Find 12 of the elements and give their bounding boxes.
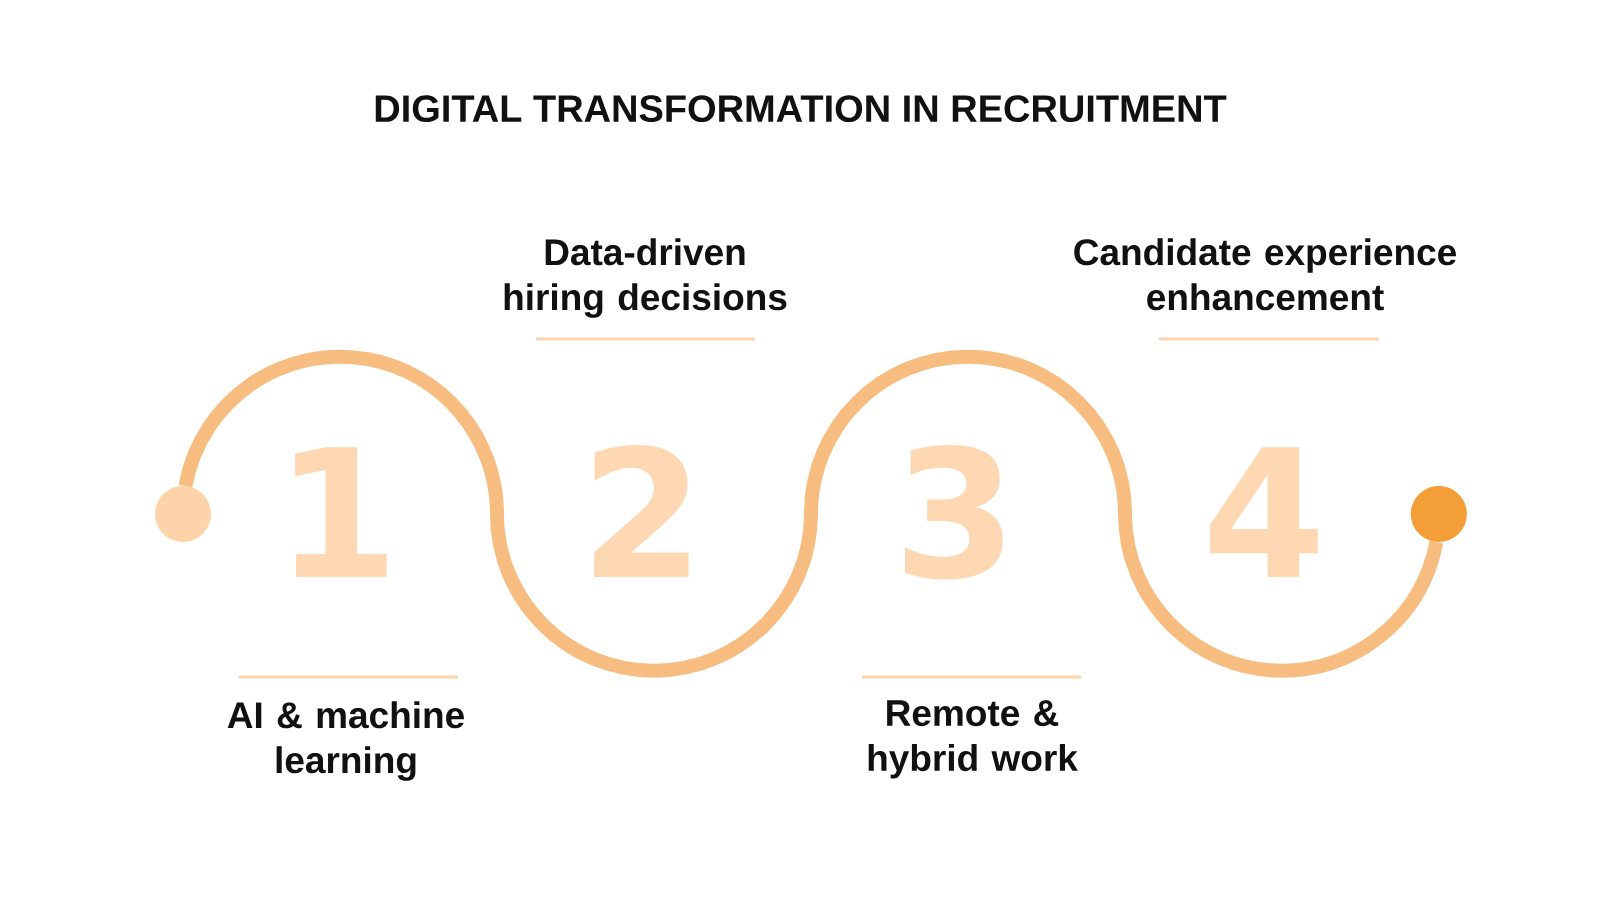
endpoint-dot [155,486,211,542]
step-number: 4 [1210,447,1318,577]
step-caption: Candidate experience enhancement [1074,238,1456,311]
wave-line [178,349,1444,678]
step-number: 1 [295,447,387,577]
title: DIGITAL TRANSFORMATION IN RECRUITMENT [375,95,1227,123]
step-caption: Remote & hybrid work [868,700,1078,779]
step-number: 2 [594,444,689,577]
step-caption: AI & machine learning [227,701,464,781]
step-caption: Data-driven hiring decisions [504,238,787,318]
endpoint-dot [1410,485,1467,542]
step-number: 3 [905,444,1003,580]
